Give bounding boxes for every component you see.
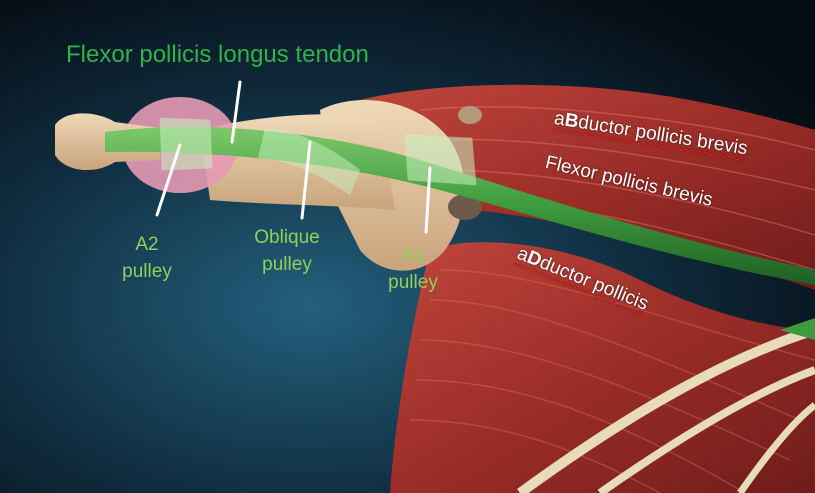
oblique-pulley-label: Oblique pulley bbox=[244, 224, 330, 278]
a2-pulley-sheath bbox=[159, 117, 213, 171]
muscle-fibers-lower bbox=[409, 269, 815, 493]
adductor-pollicis-muscle bbox=[390, 242, 815, 493]
a2-label-line1: A2 bbox=[135, 234, 159, 255]
sesamoid-bone bbox=[448, 194, 482, 220]
thenar-brevis-muscles bbox=[360, 84, 815, 290]
leader-line-a2 bbox=[155, 143, 182, 217]
a1-label-line1: A1 bbox=[401, 245, 425, 266]
tendon-label: Flexor pollicis longus tendon bbox=[66, 41, 369, 68]
leader-line-oblique bbox=[300, 140, 312, 220]
a2-pulley-label: A2 pulley bbox=[117, 231, 177, 285]
oblique-label-line1: Oblique bbox=[254, 227, 320, 248]
lower-tendons bbox=[517, 318, 815, 493]
oblique-label-line2: pulley bbox=[262, 254, 312, 275]
sesamoid-bone-upper bbox=[458, 106, 482, 124]
a2-label-line2: pulley bbox=[122, 261, 172, 282]
a1-label-line2: pulley bbox=[388, 272, 438, 293]
a1-pulley-sheath bbox=[404, 134, 477, 186]
leader-lines bbox=[155, 80, 432, 234]
a1-pulley-label: A1 pulley bbox=[380, 242, 446, 296]
leader-line-tendon bbox=[230, 80, 242, 144]
leader-line-a1 bbox=[424, 166, 432, 234]
